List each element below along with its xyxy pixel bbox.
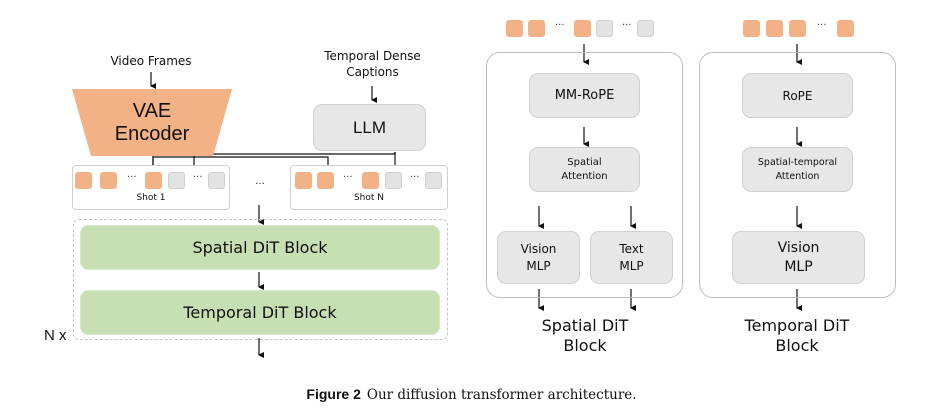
spatial-attention-label-line1: Spatial: [567, 156, 602, 168]
token-ellipsis: ···: [555, 20, 565, 31]
vision-token: [317, 172, 334, 189]
llm-box: LLM: [313, 104, 426, 151]
spatial-attention-box: Spatial Attention: [529, 147, 640, 192]
figure-caption-text: Our diffusion transformer architecture.: [366, 387, 637, 403]
temporal-dit-block: Temporal DiT Block: [80, 290, 440, 335]
token-ellipsis: ···: [193, 172, 203, 183]
captions-label-line1: Temporal Dense: [324, 49, 421, 63]
token-ellipsis: ···: [410, 172, 420, 183]
spatial-dit-outer-box: [486, 52, 683, 298]
temporal-dit-title-line1: Temporal DiT: [744, 316, 850, 335]
temporal-dit-outer-box: [699, 52, 896, 298]
text-token: [168, 172, 185, 189]
temporal-dit-title-line2: Block: [775, 336, 819, 355]
vision-token: [100, 172, 117, 189]
token-ellipsis: ···: [817, 20, 827, 31]
vision-token: [145, 172, 162, 189]
vision-mlp-box: Vision MLP: [497, 231, 580, 284]
vae-encoder-shape: [72, 89, 232, 156]
vision-token: [295, 172, 312, 189]
vae-encoder-label-line1: VAE: [132, 100, 172, 122]
temporal-vision-mlp-line1: Vision: [777, 239, 820, 256]
vision-mlp-label-line2: MLP: [526, 258, 551, 273]
text-token: [637, 20, 654, 37]
repeat-n-label: N x: [44, 327, 67, 344]
vision-token: [362, 172, 379, 189]
vision-token: [574, 20, 591, 37]
text-token: [425, 172, 442, 189]
text-token: [208, 172, 225, 189]
spatial-dit-block: Spatial DiT Block: [80, 225, 440, 270]
spatial-dit-title: Spatial DiT Block: [520, 316, 650, 356]
temporal-vision-mlp-line2: MLP: [784, 258, 813, 275]
mm-rope-label: MM-RoPE: [554, 88, 615, 103]
vision-mlp-label-line1: Vision: [520, 241, 557, 256]
shot-n-label: Shot N: [353, 193, 385, 203]
rope-box: RoPE: [742, 73, 853, 118]
vision-token: [837, 20, 854, 37]
spatial-dit-title-line2: Block: [563, 336, 607, 355]
text-mlp-box: Text MLP: [590, 231, 673, 284]
text-token: [385, 172, 402, 189]
vision-token: [789, 20, 806, 37]
shot-1-label: Shot 1: [136, 193, 166, 203]
token-ellipsis: ···: [343, 172, 353, 183]
temporal-dit-title: Temporal DiT Block: [727, 316, 867, 356]
temporal-dit-block-label: Temporal DiT Block: [183, 303, 337, 322]
temporal-dense-captions-label: Temporal Dense Captions: [300, 48, 445, 80]
video-frames-label: Video Frames: [110, 54, 192, 68]
vae-encoder-label-line2: Encoder: [114, 123, 190, 145]
spatial-attention-label-line2: Attention: [561, 170, 608, 182]
spatial-temporal-attention-box: Spatial-temporal Attention: [742, 147, 853, 192]
captions-label-line2: Captions: [346, 65, 399, 79]
mm-rope-box: MM-RoPE: [529, 73, 640, 118]
figure-caption: Figure 2 Our diffusion transformer archit…: [0, 386, 943, 403]
spatial-dit-title-line1: Spatial DiT: [541, 316, 629, 335]
dit-repeat-container: [73, 219, 448, 340]
vae-encoder-label: VAE Encoder: [72, 100, 232, 146]
vision-token: [528, 20, 545, 37]
spatial-dit-block-label: Spatial DiT Block: [192, 238, 328, 257]
st-attention-label-line2: Attention: [775, 170, 820, 182]
figure-label: Figure 2: [306, 386, 361, 402]
between-shots-ellipsis: ...: [255, 176, 265, 187]
st-attention-label-line1: Spatial-temporal: [757, 156, 838, 168]
token-ellipsis: ···: [127, 172, 137, 183]
text-mlp-label-line2: MLP: [619, 258, 644, 273]
vision-token: [506, 20, 523, 37]
text-token: [596, 20, 613, 37]
rope-label: RoPE: [782, 88, 813, 103]
temporal-vision-mlp-box: Vision MLP: [732, 231, 865, 284]
vision-token: [743, 20, 760, 37]
vision-token: [75, 172, 92, 189]
text-mlp-label-line1: Text: [619, 241, 644, 256]
token-ellipsis: ···: [622, 20, 632, 31]
vision-token: [766, 20, 783, 37]
llm-label: LLM: [352, 117, 387, 137]
